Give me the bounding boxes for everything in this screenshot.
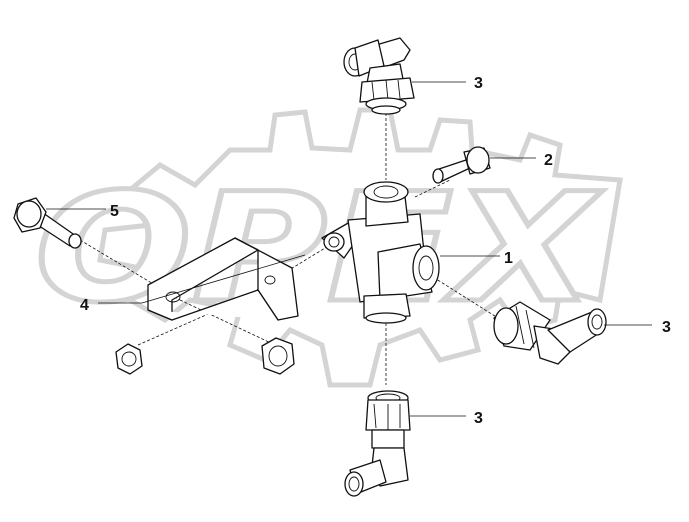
valve-body-part-1	[321, 181, 440, 324]
callout-3-right: 3	[662, 319, 671, 336]
leader-lines	[46, 81, 652, 417]
bolt-part-5	[13, 197, 82, 249]
bracket-part-4	[147, 237, 299, 321]
callout-5: 5	[110, 203, 119, 220]
callout-3-bottom: 3	[474, 410, 483, 427]
callout-2: 2	[544, 152, 553, 169]
elbow-fitting-right	[493, 301, 607, 365]
callout-3-top: 3	[474, 75, 483, 92]
watermark: OPEX	[33, 107, 623, 388]
watermark-text: OPEX	[35, 162, 603, 336]
elbow-fitting-bottom	[344, 390, 411, 497]
nut-left	[115, 343, 143, 375]
nut-right	[261, 337, 295, 375]
callout-4: 4	[80, 297, 89, 314]
bolt-part-2	[432, 146, 491, 184]
elbow-fitting-top	[343, 37, 415, 115]
callout-1: 1	[504, 250, 513, 267]
